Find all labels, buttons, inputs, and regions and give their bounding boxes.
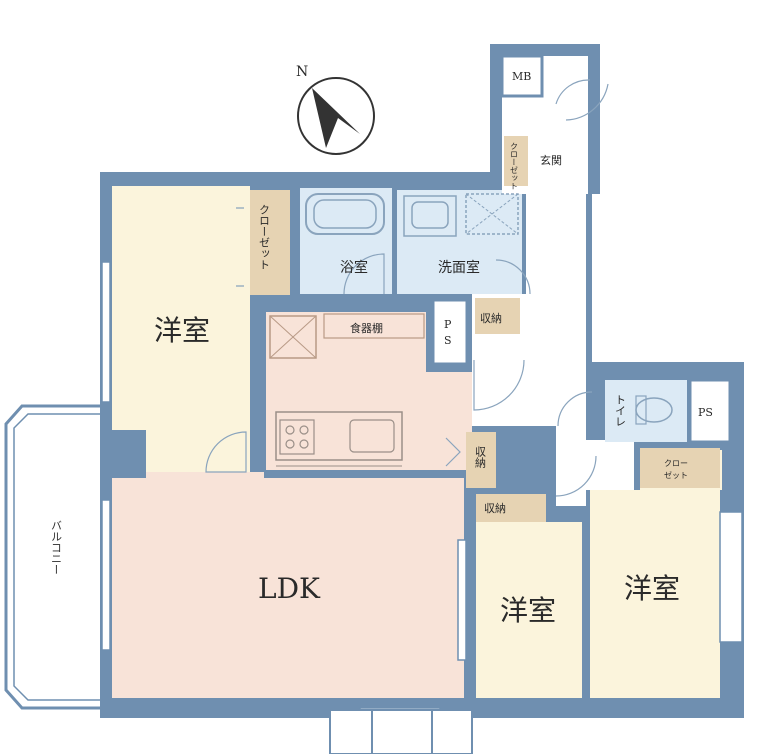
balcony-rail <box>4 404 100 710</box>
closet-main <box>250 190 290 295</box>
ldk-kitchen-floor-2 <box>426 372 472 470</box>
label-western-room-1: 洋室 <box>154 314 210 347</box>
western-room-1-floor <box>112 186 250 430</box>
label-dish-shelf: 食器棚 <box>350 321 383 335</box>
label-western-room-3: 洋室 <box>624 572 680 605</box>
label-toilet: トイレ <box>614 394 627 427</box>
label-closet-right-1: クロー <box>664 459 688 468</box>
label-ps-1-top: P <box>444 318 452 331</box>
washroom-floor <box>397 190 522 294</box>
label-ldk: LDK <box>258 572 321 605</box>
closet-entry <box>504 136 528 186</box>
dish-shelf-outline <box>323 313 425 339</box>
label-closet-right-2: ゼット <box>664 470 688 480</box>
north-arrow-icon <box>312 88 360 148</box>
label-closet-entry: クローゼット <box>510 142 519 190</box>
ldk-living-floor-notch <box>112 472 264 478</box>
hall-main <box>526 194 586 426</box>
storage-1 <box>475 298 520 334</box>
stove <box>279 419 315 455</box>
compass-north-label: N <box>296 64 308 80</box>
label-ps-1-bottom: S <box>444 334 452 347</box>
western-room-2-floor <box>476 522 582 698</box>
ps-shaft-1 <box>431 298 469 366</box>
mb-shaft <box>500 54 544 98</box>
ldk-living-floor <box>112 478 464 698</box>
washer-space <box>465 193 519 235</box>
western-room-1-floor-ext <box>146 430 250 472</box>
label-storage-2: 収納 <box>474 446 487 469</box>
label-ps-2: PS <box>698 406 713 419</box>
bath-floor <box>300 188 392 294</box>
wash-basin-bowl <box>411 201 449 229</box>
label-entrance: 玄関 <box>540 153 562 167</box>
hall-nook <box>472 340 520 368</box>
label-storage-3: 収納 <box>484 502 506 515</box>
balcony-rail-inner <box>13 413 100 701</box>
label-storage-1: 収納 <box>480 312 502 325</box>
label-closet-main: クローゼット <box>258 204 271 270</box>
label-mb: MB <box>512 70 531 83</box>
storage-2 <box>466 432 496 488</box>
ps-shaft-2 <box>688 378 732 444</box>
closet-right <box>640 448 720 488</box>
storage-3 <box>476 494 546 522</box>
kitchen-counter <box>275 411 403 461</box>
compass: N <box>296 64 375 155</box>
wash-basin <box>403 195 457 237</box>
label-western-room-2: 洋室 <box>500 594 556 627</box>
door-swings <box>205 79 609 497</box>
bathtub-inner <box>313 199 377 229</box>
label-bath: 浴室 <box>340 259 368 276</box>
label-balcony: バルコニー <box>50 520 63 575</box>
label-washroom: 洗面室 <box>438 259 480 276</box>
fridge-space <box>269 315 317 359</box>
western-room-3-floor <box>590 490 720 698</box>
bathtub <box>305 193 385 235</box>
sink <box>349 419 395 453</box>
